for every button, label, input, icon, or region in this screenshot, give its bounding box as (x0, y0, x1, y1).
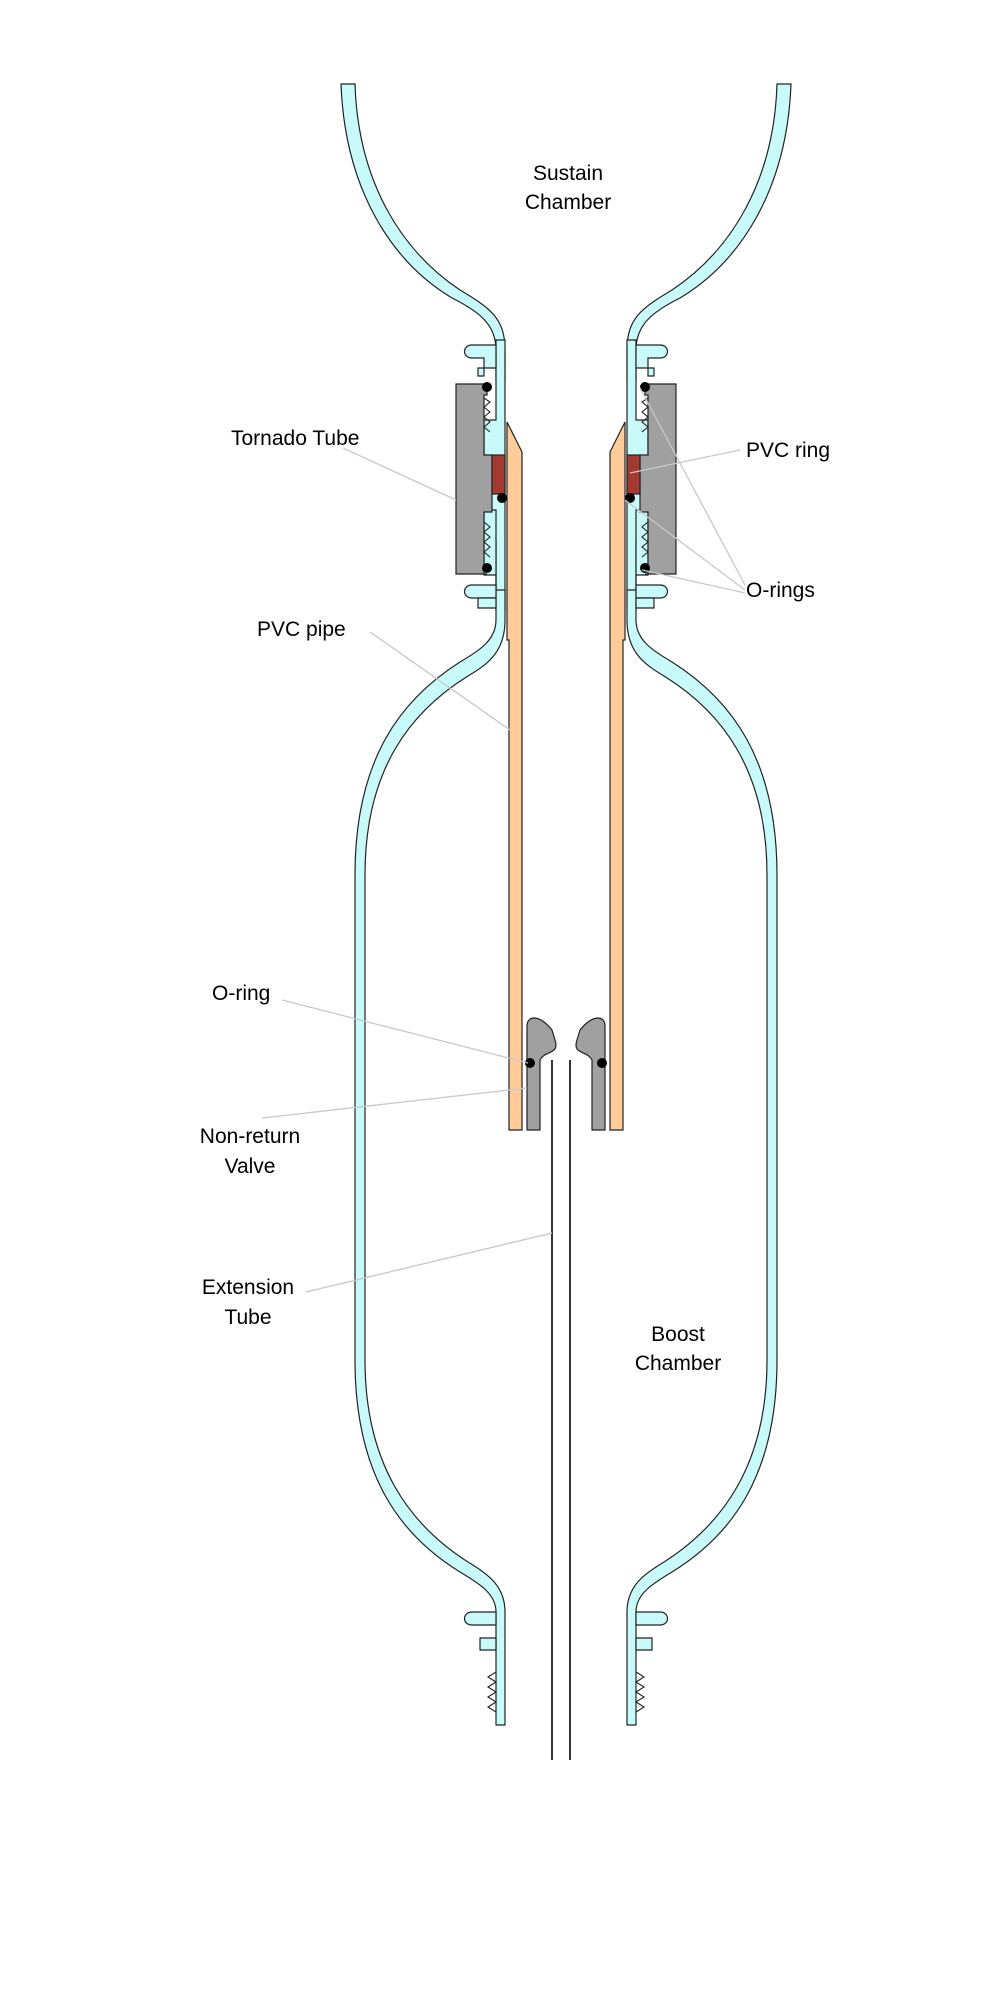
label-boost-line2: Chamber (635, 1352, 721, 1375)
leader-tornado-tube (342, 447, 457, 501)
labels: Sustain Chamber Tornado Tube PVC ring PV… (200, 162, 830, 1375)
leader-o-rings-3 (641, 569, 746, 594)
label-boost-line1: Boost (651, 1323, 705, 1346)
boost-neck-flange-left (463, 584, 497, 599)
boost-bottom-flange2-left (479, 1637, 497, 1651)
leader-o-ring (281, 999, 529, 1064)
leader-o-rings-2 (624, 499, 746, 591)
label-pvc-pipe: PVC pipe (257, 618, 346, 641)
o-ring-valve-left (525, 1058, 535, 1068)
label-sustain-line2: Chamber (525, 191, 611, 214)
o-ring-left-2 (497, 493, 507, 503)
label-pvc-ring: PVC ring (746, 439, 830, 462)
sustain-bottle-wall-left (340, 83, 506, 381)
extension-tube (551, 1060, 571, 1760)
left-side (340, 83, 557, 1726)
label-non-return-line1: Non-return (200, 1125, 300, 1148)
sustain-flange-left (463, 344, 497, 369)
tornado-thread-lower-left (483, 521, 491, 558)
leader-pvc-ring (629, 449, 741, 474)
right-side (575, 83, 792, 1726)
boost-neck-flange2-left (477, 597, 497, 609)
label-tornado-tube: Tornado Tube (231, 427, 359, 450)
tornado-thread-upper-left (483, 397, 491, 433)
label-extension-line2: Tube (224, 1306, 271, 1329)
label-extension-line1: Extension (202, 1276, 294, 1299)
sustain-flange2-left (477, 367, 485, 377)
leader-o-rings-1 (639, 387, 746, 586)
label-sustain-line1: Sustain (533, 162, 603, 185)
non-return-valve-left (526, 1017, 557, 1131)
label-o-ring: O-ring (212, 982, 270, 1005)
label-non-return-line2: Valve (225, 1155, 276, 1178)
boost-bottom-thread-left (486, 1671, 498, 1713)
leader-non-return-valve (261, 1087, 528, 1119)
leader-lines (261, 387, 746, 1293)
leader-extension-tube (305, 1232, 553, 1293)
o-ring-left-3 (482, 563, 492, 573)
leader-pvc-pipe (369, 631, 511, 731)
boost-neck-left (354, 509, 506, 1726)
pvc-pipe-left (506, 421, 523, 1131)
o-ring-left-1 (482, 382, 492, 392)
pvc-ring-left (491, 454, 506, 495)
boost-bottom-flange-left (463, 1611, 497, 1626)
label-o-rings: O-rings (746, 579, 815, 602)
